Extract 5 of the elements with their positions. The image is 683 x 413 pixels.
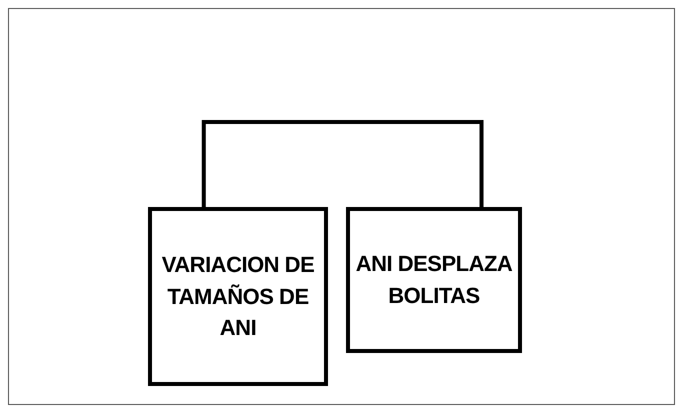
box-label: VARIACION DE TAMAÑOS DE ANI	[160, 250, 316, 342]
box-label: ANI DESPLAZA BOLITAS	[354, 250, 514, 310]
process-box	[346, 207, 522, 353]
process-box	[148, 207, 328, 386]
connector-line	[202, 120, 484, 207]
